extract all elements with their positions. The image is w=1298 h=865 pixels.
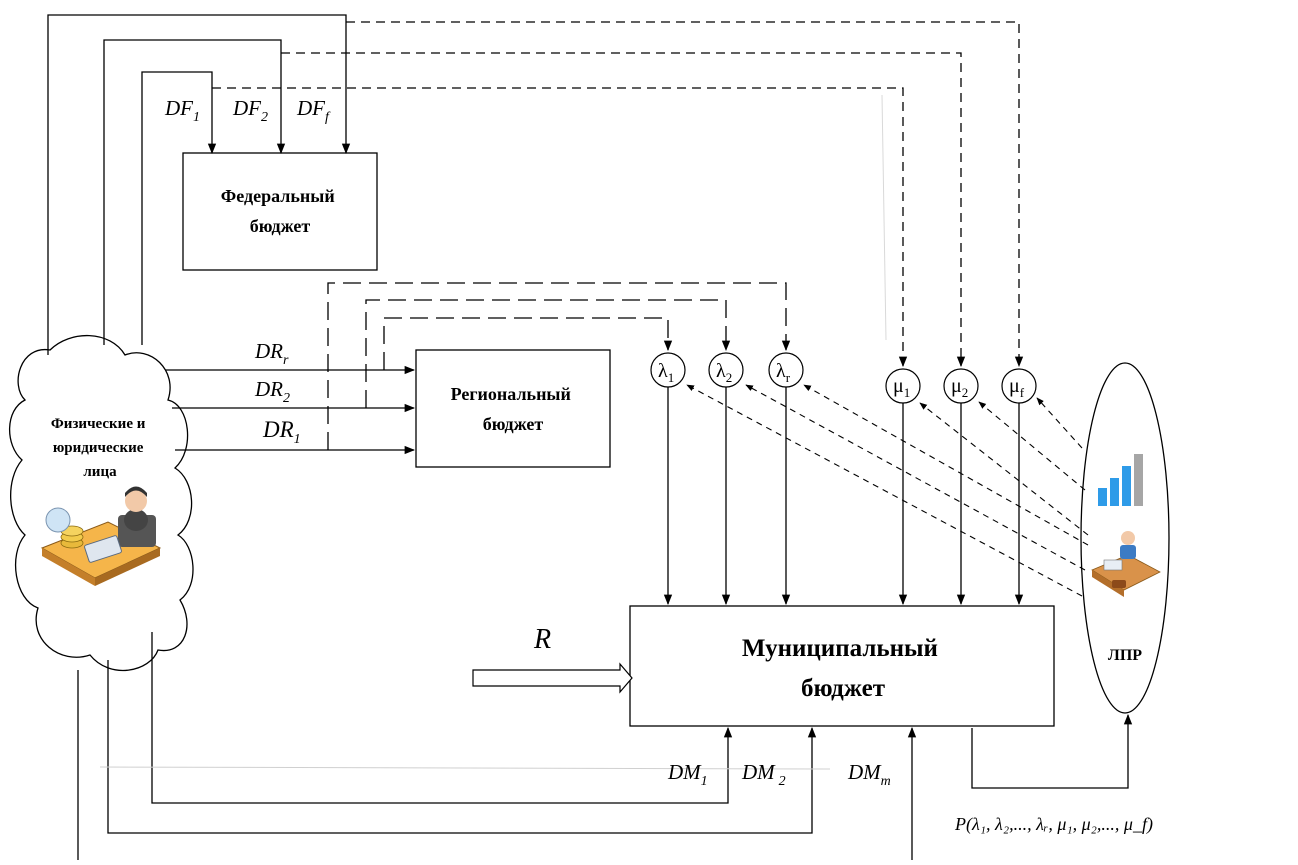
dm-1-label: DM1: [667, 760, 708, 789]
mu-f-node: μf: [1001, 368, 1037, 404]
svg-text:μ2: μ2: [951, 375, 968, 400]
lambda-1-node: λ1: [650, 352, 686, 388]
r-input-arrow: [472, 662, 633, 694]
df-f-arrow: [47, 14, 351, 355]
dm-1-arrow: [151, 632, 733, 804]
dm-2-arrow: [107, 660, 817, 834]
persons-title: Физические и юридические лица: [51, 416, 149, 480]
mu-2-node: μ2: [943, 368, 979, 404]
df-1-arrow: [141, 71, 217, 345]
lambda-nodes: λ1 λ2 λr: [650, 352, 804, 388]
lpr-label: ЛПР: [1108, 647, 1142, 664]
dr-2-to-lambda-2: [365, 299, 731, 408]
municipal-budget-box: [629, 605, 1055, 727]
regional-budget-title: Региональный бюджет: [451, 384, 576, 434]
federal-budget-title: Федеральный бюджет: [221, 186, 339, 236]
manager-at-desk-icon: [1091, 531, 1161, 597]
dr-1-to-lambda-r: [327, 282, 791, 450]
svg-text:μf: μf: [1009, 375, 1025, 400]
bar-chart-icon: [1098, 454, 1143, 506]
municipal-budget-title: Муниципальный бюджет: [742, 635, 944, 702]
faint-guide-line: [881, 94, 887, 341]
dr-to-lambda-dashed: [327, 282, 791, 450]
p-function-label: P(λ₁, λ₂,..., λᵣ, μ₁, μ₂,..., μ_f): [954, 814, 1153, 835]
dr-r-to-lambda-1: [383, 317, 673, 370]
lambda-r-node: λr: [768, 352, 804, 388]
df-flows: [47, 14, 351, 355]
regional-budget-box: [415, 349, 611, 468]
dr-flows: [165, 365, 416, 455]
persons-cloud: Физические и юридические лица: [9, 334, 194, 672]
lambda-2-node: λ2: [708, 352, 744, 388]
mu-nodes: μ1 μ2 μf: [885, 368, 1037, 404]
dm-m-label: DMm: [847, 760, 891, 789]
svg-text:μ1: μ1: [893, 375, 910, 400]
svg-text:λr: λr: [776, 360, 791, 385]
df-2-arrow: [103, 39, 286, 345]
df-1-to-mu-1: [212, 87, 908, 368]
df-2-to-mu-2: [281, 52, 966, 368]
r-label: R: [533, 624, 551, 655]
nodes-to-municipal: [663, 387, 1024, 606]
df-to-mu-dashed: [212, 21, 1024, 368]
faint-baseline: [99, 766, 831, 770]
mu-1-node: μ1: [885, 368, 921, 404]
dm-flows: [77, 632, 917, 860]
svg-text:λ1: λ1: [658, 360, 674, 385]
df-2-label: DF2: [232, 96, 268, 125]
dr-1-label: DR1: [262, 417, 301, 447]
federal-budget-box: [182, 152, 378, 271]
dr-2-label: DR2: [254, 377, 290, 406]
decision-maker-ellipse: ЛПР: [1080, 362, 1170, 714]
svg-text:λ2: λ2: [716, 360, 732, 385]
df-1-label: DF1: [164, 96, 200, 125]
dr-r-label: DRr: [254, 339, 289, 368]
municipal-to-lpr-arrow: [971, 713, 1133, 789]
accountant-icon: [40, 486, 162, 586]
df-f-label: DFf: [296, 96, 331, 125]
lpr-to-nodes-dashed: [686, 384, 1089, 597]
df-f-to-mu-f: [346, 21, 1024, 368]
